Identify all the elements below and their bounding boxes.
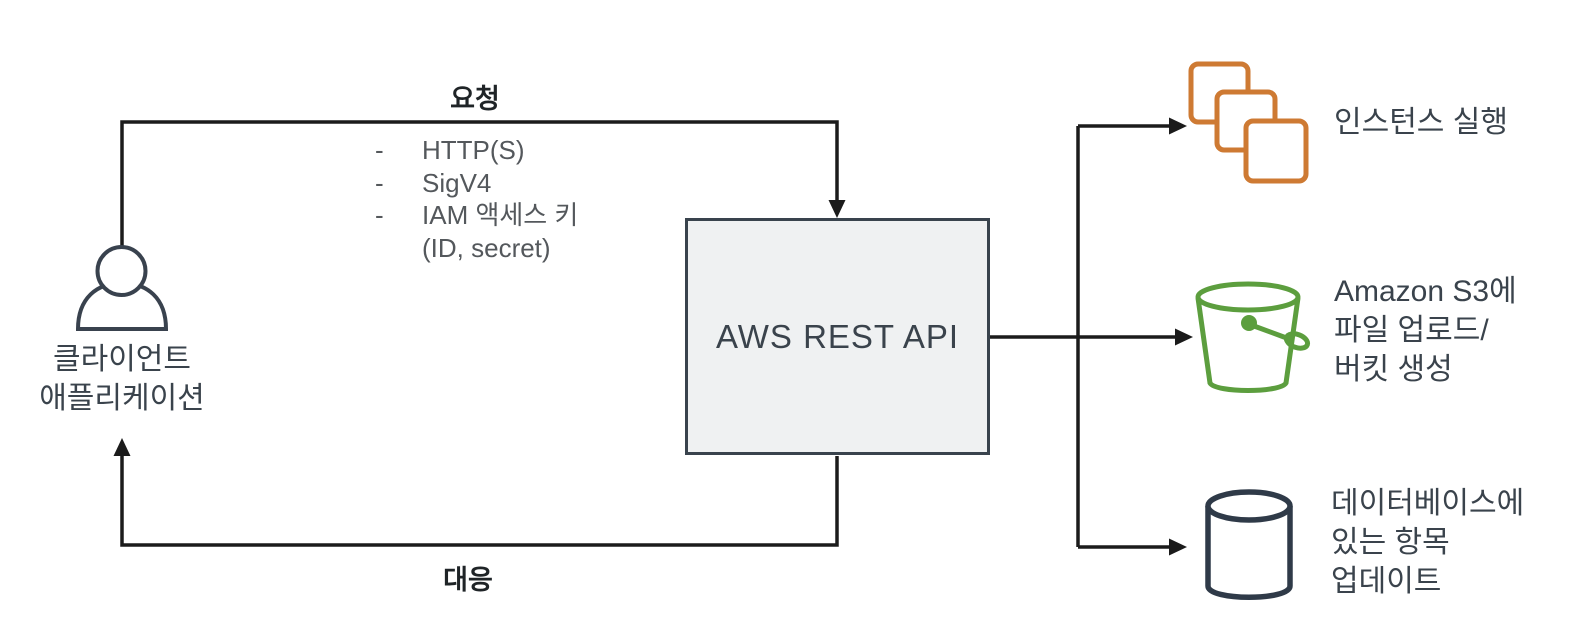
request-detail-text: SigV4 — [422, 167, 492, 198]
db-label-line: 업데이트 — [1331, 565, 1442, 598]
request-detail-text: IAM 액세스 키 — [422, 200, 579, 230]
person-icon — [75, 245, 169, 331]
request-label: 요청 — [450, 84, 500, 114]
db-label: 데이터베이스에 있는 항목 업데이트 — [1331, 484, 1524, 601]
request-detail-item: (ID, secret) — [375, 232, 675, 265]
request-detail-item: - IAM 액세스 키 — [375, 199, 675, 232]
request-detail-text: HTTP(S) — [422, 135, 525, 165]
client-label-line: 클라이언트 — [53, 343, 191, 376]
database-icon — [1205, 489, 1293, 600]
fanout-connector — [990, 117, 1193, 556]
ec2-instances-icon — [1188, 61, 1309, 184]
arrowhead-s3 — [1175, 328, 1193, 346]
db-label-line: 있는 항목 — [1331, 526, 1450, 559]
bullet-dash: - — [375, 167, 384, 198]
s3-label: Amazon S3에 파일 업로드/ 버킷 생성 — [1334, 272, 1517, 389]
aws-rest-api-box: AWS REST API — [685, 218, 990, 455]
request-details: - HTTP(S) - SigV4 - IAM 액세스 키 (ID, secre… — [375, 134, 675, 264]
client-label-line: 애플리케이션 — [39, 382, 205, 415]
bullet-dash — [375, 232, 422, 265]
client-label: 클라이언트 애플리케이션 — [12, 340, 232, 418]
s3-bucket-icon — [1195, 281, 1311, 393]
request-detail-text: (ID, secret) — [422, 232, 551, 263]
ec2-label-line: 인스턴스 실행 — [1334, 106, 1508, 139]
bullet-dash: - — [375, 135, 384, 165]
response-label: 대응 — [443, 565, 493, 595]
s3-label-line: Amazon S3에 — [1334, 275, 1517, 308]
s3-label-line: 버킷 생성 — [1334, 353, 1453, 386]
s3-label-line: 파일 업로드/ — [1334, 314, 1489, 347]
bullet-dash: - — [375, 200, 384, 230]
request-detail-item: - HTTP(S) — [375, 134, 675, 167]
arrowhead-ec2 — [1169, 117, 1187, 135]
response-arrow — [113, 438, 839, 547]
ec2-label: 인스턴스 실행 — [1334, 103, 1508, 142]
request-arrow — [120, 120, 846, 247]
request-detail-item: - SigV4 — [375, 167, 675, 200]
aws-rest-api-label: AWS REST API — [715, 317, 960, 355]
arrowhead-db — [1169, 538, 1187, 556]
db-label-line: 데이터베이스에 — [1331, 487, 1525, 520]
